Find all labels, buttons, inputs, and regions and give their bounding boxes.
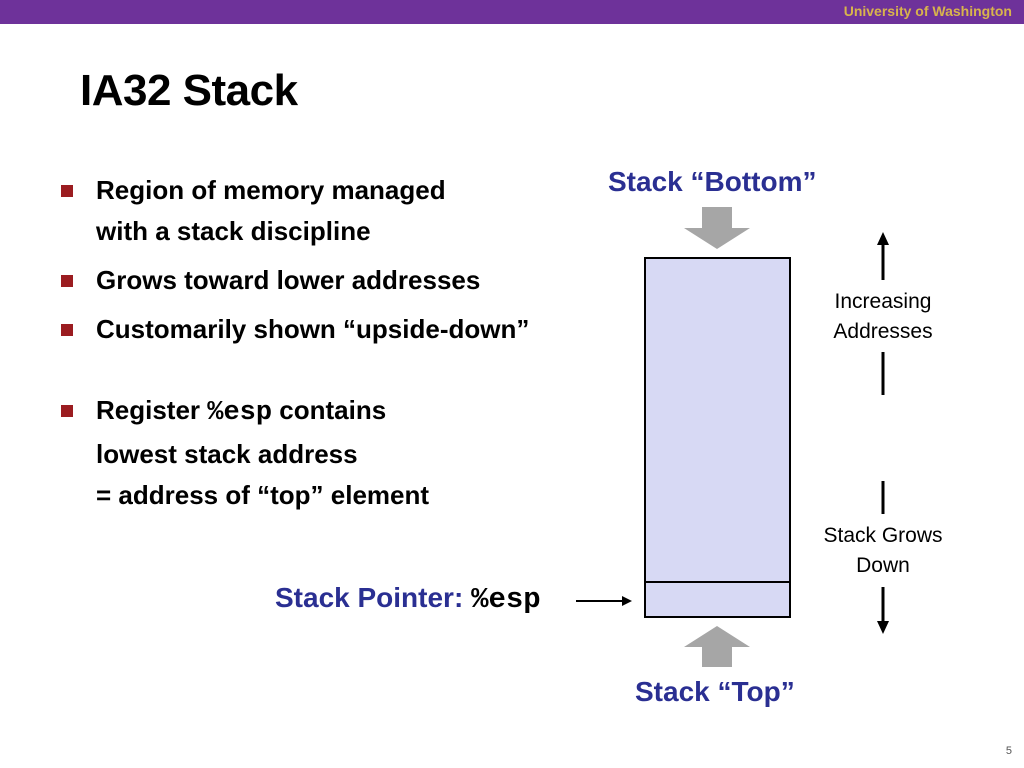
- bullet-marker-icon: [61, 185, 73, 197]
- bullet-text: with a stack discipline: [96, 216, 371, 246]
- slide-title: IA32 Stack: [80, 66, 298, 115]
- page-number: 5: [1005, 745, 1012, 757]
- header-bar: University of Washington: [0, 0, 1024, 24]
- bullet-grows: Grows toward lower addresses: [58, 260, 618, 301]
- bullet-text: = address of “top” element: [96, 480, 430, 510]
- bullet-text-pre: Register: [96, 395, 208, 425]
- bullet-list: Region of memory managed with a stack di…: [58, 170, 618, 524]
- grows-line2: Down: [856, 554, 910, 577]
- down-block-arrow-icon: [684, 207, 750, 249]
- university-name: University of Washington: [843, 3, 1012, 19]
- bullet-upside-down: Customarily shown “upside-down”: [58, 309, 618, 350]
- stack-top-element-divider: [646, 581, 789, 583]
- increasing-line1: Increasing: [834, 290, 932, 313]
- bullet-marker-icon: [61, 324, 73, 336]
- bullet-text: Register %esp contains: [96, 390, 618, 434]
- stack-pointer-text: Stack Pointer:: [275, 582, 472, 613]
- bullet-marker-icon: [61, 405, 73, 417]
- bullet-region: Region of memory managed with a stack di…: [58, 170, 618, 252]
- stack-grows-down-label: Stack Grows Down: [803, 521, 963, 581]
- stack-region: [644, 257, 791, 618]
- stack-pointer-register: %esp: [471, 583, 541, 616]
- bullet-text-post: contains: [272, 395, 387, 425]
- stack-pointer-arrow-head-icon: [622, 596, 632, 606]
- up-block-arrow-icon: [684, 626, 750, 667]
- increasing-line2: Addresses: [833, 320, 933, 343]
- bullet-text: Grows toward lower addresses: [96, 265, 481, 295]
- grows-line1: Stack Grows: [823, 524, 943, 547]
- up-arrow-icon: [877, 232, 889, 245]
- stack-pointer-label: Stack Pointer: %esp: [275, 582, 541, 616]
- increasing-addresses-label: Increasing Addresses: [803, 287, 963, 347]
- down-arrow-icon: [877, 621, 889, 634]
- bullet-text: Customarily shown “upside-down”: [96, 314, 530, 344]
- bullet-marker-icon: [61, 275, 73, 287]
- bullet-text: lowest stack address: [96, 439, 358, 469]
- bullet-register: Register %esp contains lowest stack addr…: [58, 390, 618, 516]
- bullet-text: Region of memory managed: [96, 175, 446, 205]
- stack-top-label: Stack “Top”: [635, 676, 795, 707]
- stack-bottom-label: Stack “Bottom”: [608, 166, 817, 197]
- register-code: %esp: [207, 398, 273, 428]
